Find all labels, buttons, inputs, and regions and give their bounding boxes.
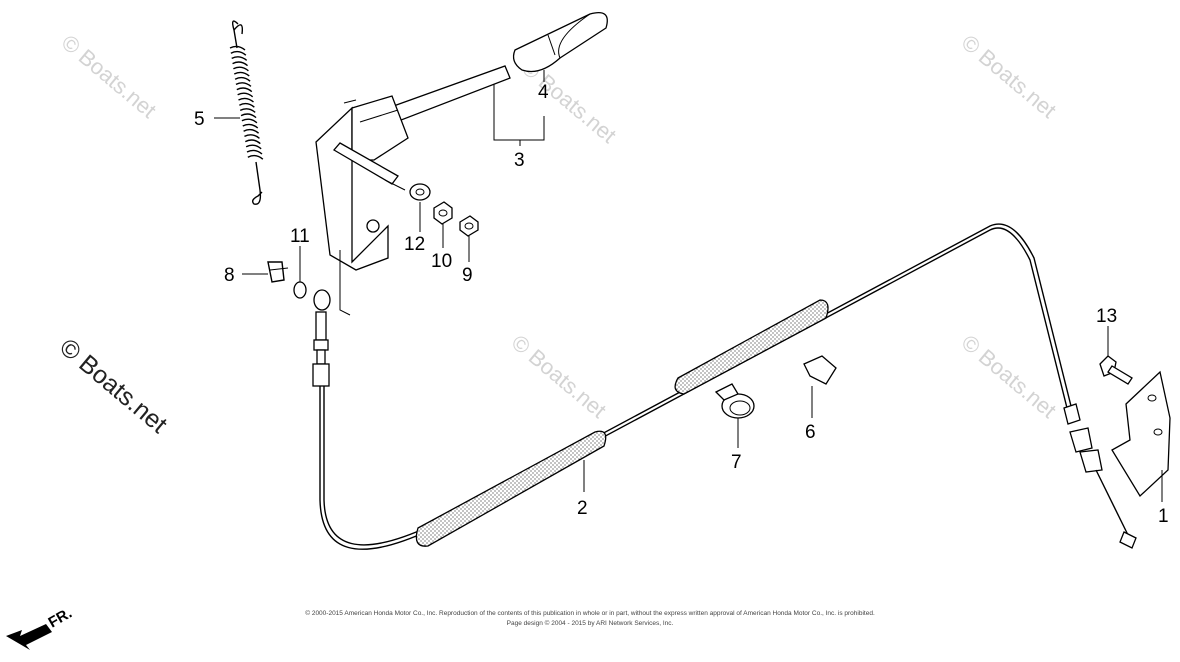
callout-1: 1 bbox=[1158, 506, 1169, 527]
spring-part bbox=[229, 20, 264, 205]
clamp-parts bbox=[714, 355, 837, 419]
spring-coils bbox=[229, 45, 264, 160]
copyright-block: © 2000-2015 American Honda Motor Co., In… bbox=[305, 609, 875, 627]
callout-13: 13 bbox=[1096, 306, 1117, 327]
hardware-parts bbox=[409, 183, 479, 237]
callout-10: 10 bbox=[431, 251, 452, 272]
leader-lines bbox=[214, 70, 1163, 502]
callout-11: 11 bbox=[290, 226, 310, 247]
callout-7: 7 bbox=[731, 452, 742, 473]
copyright-line-2: Page design © 2004 - 2015 by ARI Network… bbox=[507, 619, 674, 627]
callout-3: 3 bbox=[514, 150, 525, 171]
lever-bracket-part bbox=[315, 95, 409, 271]
watermark-group: © Boats.net © Boats.net © Boats.net © Bo… bbox=[54, 30, 1061, 439]
callout-9: 9 bbox=[462, 265, 473, 286]
cable-bracket-part bbox=[1099, 355, 1171, 498]
watermark: © Boats.net bbox=[57, 30, 161, 123]
callout-12: 12 bbox=[404, 234, 425, 255]
watermark: © Boats.net bbox=[957, 30, 1061, 123]
callout-4: 4 bbox=[538, 82, 549, 103]
front-direction-indicator: FR. bbox=[6, 605, 75, 650]
cable-end-parts bbox=[267, 250, 351, 387]
direction-arrow-icon bbox=[6, 624, 52, 650]
callout-5: 5 bbox=[194, 109, 205, 130]
callout-6: 6 bbox=[805, 422, 816, 443]
lever-rod-part bbox=[387, 11, 608, 123]
throttle-cable-part bbox=[319, 223, 1137, 550]
callout-2: 2 bbox=[577, 498, 588, 519]
watermark: © Boats.net bbox=[957, 330, 1061, 423]
direction-label: FR. bbox=[46, 605, 75, 632]
copyright-line-1: © 2000-2015 American Honda Motor Co., In… bbox=[305, 609, 875, 617]
callout-labels: 1 2 3 4 5 6 7 8 9 10 11 12 13 bbox=[194, 82, 1169, 527]
watermark: © Boats.net bbox=[507, 330, 611, 423]
callout-8: 8 bbox=[224, 265, 235, 286]
watermark-main: © Boats.net bbox=[54, 333, 172, 439]
